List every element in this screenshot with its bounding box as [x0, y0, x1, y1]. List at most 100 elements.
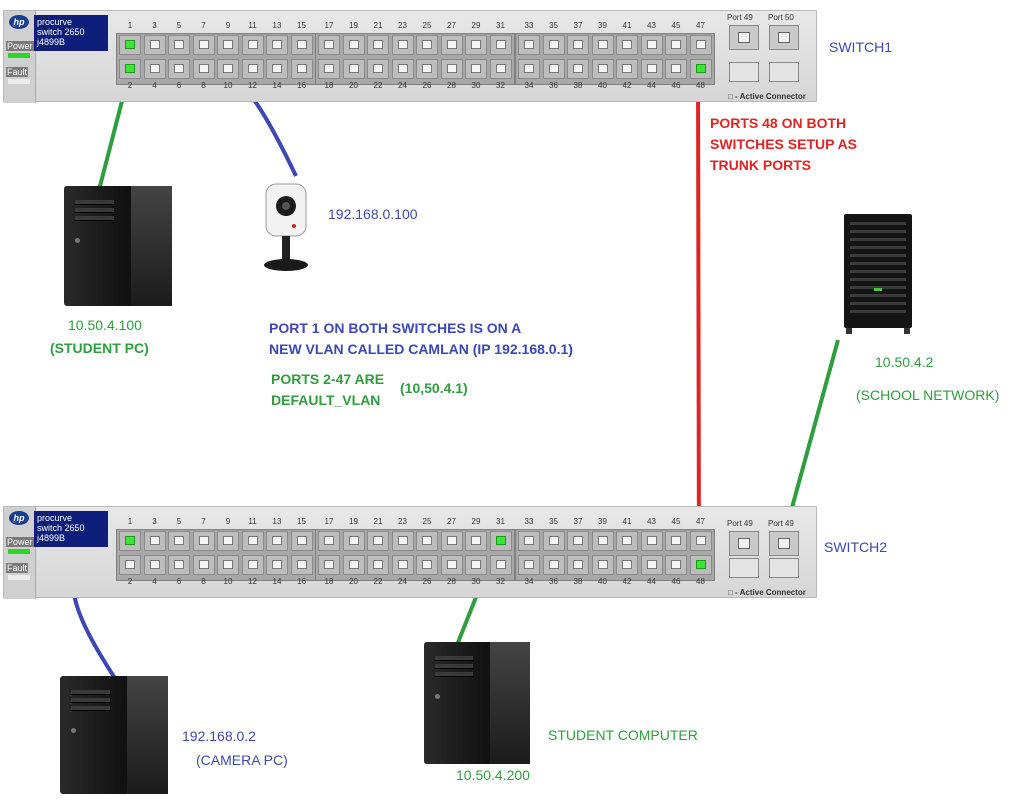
- port-45[interactable]: [665, 531, 687, 551]
- port-31[interactable]: [489, 531, 512, 551]
- port-22[interactable]: [367, 555, 389, 575]
- port-30[interactable]: [465, 59, 487, 79]
- port-41[interactable]: [616, 531, 638, 551]
- port-5[interactable]: [168, 35, 190, 55]
- port-43[interactable]: [640, 531, 663, 551]
- port-9[interactable]: [217, 35, 239, 55]
- port-20[interactable]: [342, 59, 365, 79]
- port-18[interactable]: [318, 59, 340, 79]
- port-20[interactable]: [342, 555, 365, 575]
- port-28[interactable]: [440, 59, 463, 79]
- port-31[interactable]: [489, 35, 512, 55]
- port-16[interactable]: [290, 59, 313, 79]
- port-13[interactable]: [266, 531, 288, 551]
- port-29[interactable]: [465, 531, 487, 551]
- port-13[interactable]: [266, 35, 288, 55]
- port-27[interactable]: [440, 531, 463, 551]
- port-26[interactable]: [416, 59, 438, 79]
- port-41[interactable]: [616, 35, 638, 55]
- port-23[interactable]: [391, 531, 414, 551]
- port-14[interactable]: [266, 59, 288, 79]
- port-47[interactable]: [689, 531, 712, 551]
- port-37[interactable]: [567, 531, 589, 551]
- port-45[interactable]: [665, 35, 687, 55]
- port-46[interactable]: [665, 59, 687, 79]
- port-12[interactable]: [241, 555, 264, 575]
- port-24[interactable]: [391, 555, 414, 575]
- port-25[interactable]: [416, 35, 438, 55]
- port-48[interactable]: [689, 555, 712, 575]
- port-35[interactable]: [542, 531, 565, 551]
- port-48[interactable]: [689, 59, 712, 79]
- port-27[interactable]: [440, 35, 463, 55]
- port-10[interactable]: [217, 59, 239, 79]
- port-38[interactable]: [567, 555, 589, 575]
- port-5[interactable]: [168, 531, 190, 551]
- port-39[interactable]: [591, 35, 614, 55]
- port-6[interactable]: [168, 59, 190, 79]
- port-34[interactable]: [518, 59, 540, 79]
- port-22[interactable]: [367, 59, 389, 79]
- port-17[interactable]: [318, 35, 340, 55]
- port-9[interactable]: [217, 531, 239, 551]
- port-15[interactable]: [290, 531, 313, 551]
- port-6[interactable]: [168, 555, 190, 575]
- port-19[interactable]: [342, 35, 365, 55]
- port-18[interactable]: [318, 555, 340, 575]
- port-39[interactable]: [591, 531, 614, 551]
- port-46[interactable]: [665, 555, 687, 575]
- port-33[interactable]: [518, 531, 540, 551]
- port-19[interactable]: [342, 531, 365, 551]
- port-44[interactable]: [640, 555, 663, 575]
- port-32[interactable]: [489, 555, 512, 575]
- port-38[interactable]: [567, 59, 589, 79]
- port-40[interactable]: [591, 555, 614, 575]
- port-25[interactable]: [416, 531, 438, 551]
- port49-connector[interactable]: [729, 531, 759, 556]
- port-47[interactable]: [689, 35, 712, 55]
- port-26[interactable]: [416, 555, 438, 575]
- port-34[interactable]: [518, 555, 540, 575]
- port-32[interactable]: [489, 59, 512, 79]
- port-8[interactable]: [192, 555, 215, 575]
- port-42[interactable]: [616, 59, 638, 79]
- port-28[interactable]: [440, 555, 463, 575]
- port-11[interactable]: [241, 35, 264, 55]
- port-3[interactable]: [143, 531, 166, 551]
- port-17[interactable]: [318, 531, 340, 551]
- port-10[interactable]: [217, 555, 239, 575]
- port-3[interactable]: [143, 35, 166, 55]
- port-36[interactable]: [542, 555, 565, 575]
- port-15[interactable]: [290, 35, 313, 55]
- port50-connector[interactable]: [769, 25, 799, 50]
- port-35[interactable]: [542, 35, 565, 55]
- port-14[interactable]: [266, 555, 288, 575]
- port-30[interactable]: [465, 555, 487, 575]
- port-44[interactable]: [640, 59, 663, 79]
- port-8[interactable]: [192, 59, 215, 79]
- port-4[interactable]: [143, 555, 166, 575]
- port-7[interactable]: [192, 531, 215, 551]
- port-21[interactable]: [367, 35, 389, 55]
- port-33[interactable]: [518, 35, 540, 55]
- port-29[interactable]: [465, 35, 487, 55]
- port-11[interactable]: [241, 531, 264, 551]
- port-24[interactable]: [391, 59, 414, 79]
- port-16[interactable]: [290, 555, 313, 575]
- port49-connector[interactable]: [729, 25, 759, 50]
- port-37[interactable]: [567, 35, 589, 55]
- port50-connector[interactable]: [769, 531, 799, 556]
- port-1[interactable]: [119, 35, 141, 55]
- port-12[interactable]: [241, 59, 264, 79]
- port-7[interactable]: [192, 35, 215, 55]
- port-43[interactable]: [640, 35, 663, 55]
- port-36[interactable]: [542, 59, 565, 79]
- port-40[interactable]: [591, 59, 614, 79]
- port-21[interactable]: [367, 531, 389, 551]
- port-2[interactable]: [119, 59, 141, 79]
- port-4[interactable]: [143, 59, 166, 79]
- port-1[interactable]: [119, 531, 141, 551]
- port-23[interactable]: [391, 35, 414, 55]
- port-42[interactable]: [616, 555, 638, 575]
- port-2[interactable]: [119, 555, 141, 575]
